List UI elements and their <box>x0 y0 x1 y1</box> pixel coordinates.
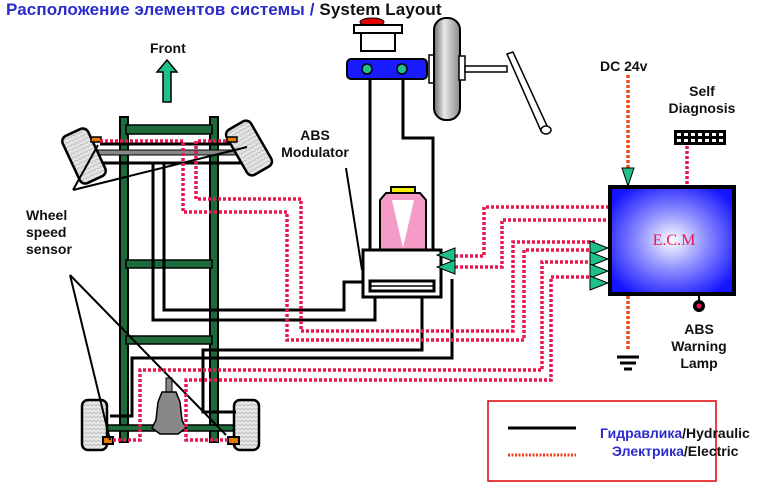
legend-box <box>487 400 717 482</box>
legend-electric-en: /Electric <box>683 443 739 459</box>
front-label: Front <box>150 40 186 56</box>
legend-hydraulic-ru: Гидравлика <box>600 425 683 441</box>
wheel-speed-sensor-label-line3: sensor <box>26 241 72 257</box>
wheel-speed-sensor-label-line2: speed <box>26 224 67 240</box>
brake-booster <box>428 17 466 121</box>
abs-modulator-label-line2: Modulator <box>281 144 349 160</box>
self-diagnosis-label: Self Diagnosis <box>666 83 738 117</box>
self-diagnosis-label-line1: Self <box>689 83 715 99</box>
front-right-wheel <box>224 119 274 177</box>
master-cylinder <box>346 17 428 80</box>
self-diagnosis-label-line2: Diagnosis <box>668 100 736 116</box>
title-russian: Расположение элементов системы / <box>6 0 320 19</box>
ground-icon <box>617 355 639 371</box>
electric-lines <box>100 139 689 442</box>
abs-warning-lamp-label-line2: Warning <box>671 338 727 354</box>
legend-electric-ru: Электрика <box>612 443 684 459</box>
dc-supply-label: DC 24v <box>600 58 648 74</box>
page-title: Расположение элементов системы / System … <box>6 0 442 20</box>
legend-hydraulic-en: /Hydraulic <box>682 425 750 441</box>
wheel-speed-sensor-label: Wheel speed sensor <box>26 207 72 258</box>
legend-electric-label: Электрика/Electric <box>612 442 738 460</box>
legend-hydraulic-label: Гидравлика/Hydraulic <box>600 424 750 442</box>
wheel-speed-sensor-label-line1: Wheel <box>26 207 68 223</box>
self-diagnosis-connector-icon <box>674 130 726 145</box>
abs-modulator <box>361 186 456 299</box>
abs-warning-lamp-label: ABS Warning Lamp <box>664 321 734 372</box>
differential-icon <box>151 377 187 435</box>
ecm-box <box>589 167 736 296</box>
brake-pedal <box>464 51 552 135</box>
abs-modulator-label: ABS Modulator <box>280 127 350 161</box>
abs-warning-lamp-label-line3: Lamp <box>680 355 718 371</box>
front-left-wheel <box>61 127 107 185</box>
rear-right-wheel <box>232 398 261 452</box>
front-arrow-icon <box>155 58 179 103</box>
title-english: System Layout <box>319 0 442 19</box>
warning-lamp-icon <box>693 294 705 312</box>
pointer-lines <box>69 144 363 441</box>
ecm-label: E.C.M <box>652 232 696 249</box>
abs-warning-lamp-label-line1: ABS <box>684 321 714 337</box>
abs-modulator-label-line1: ABS <box>300 127 330 143</box>
